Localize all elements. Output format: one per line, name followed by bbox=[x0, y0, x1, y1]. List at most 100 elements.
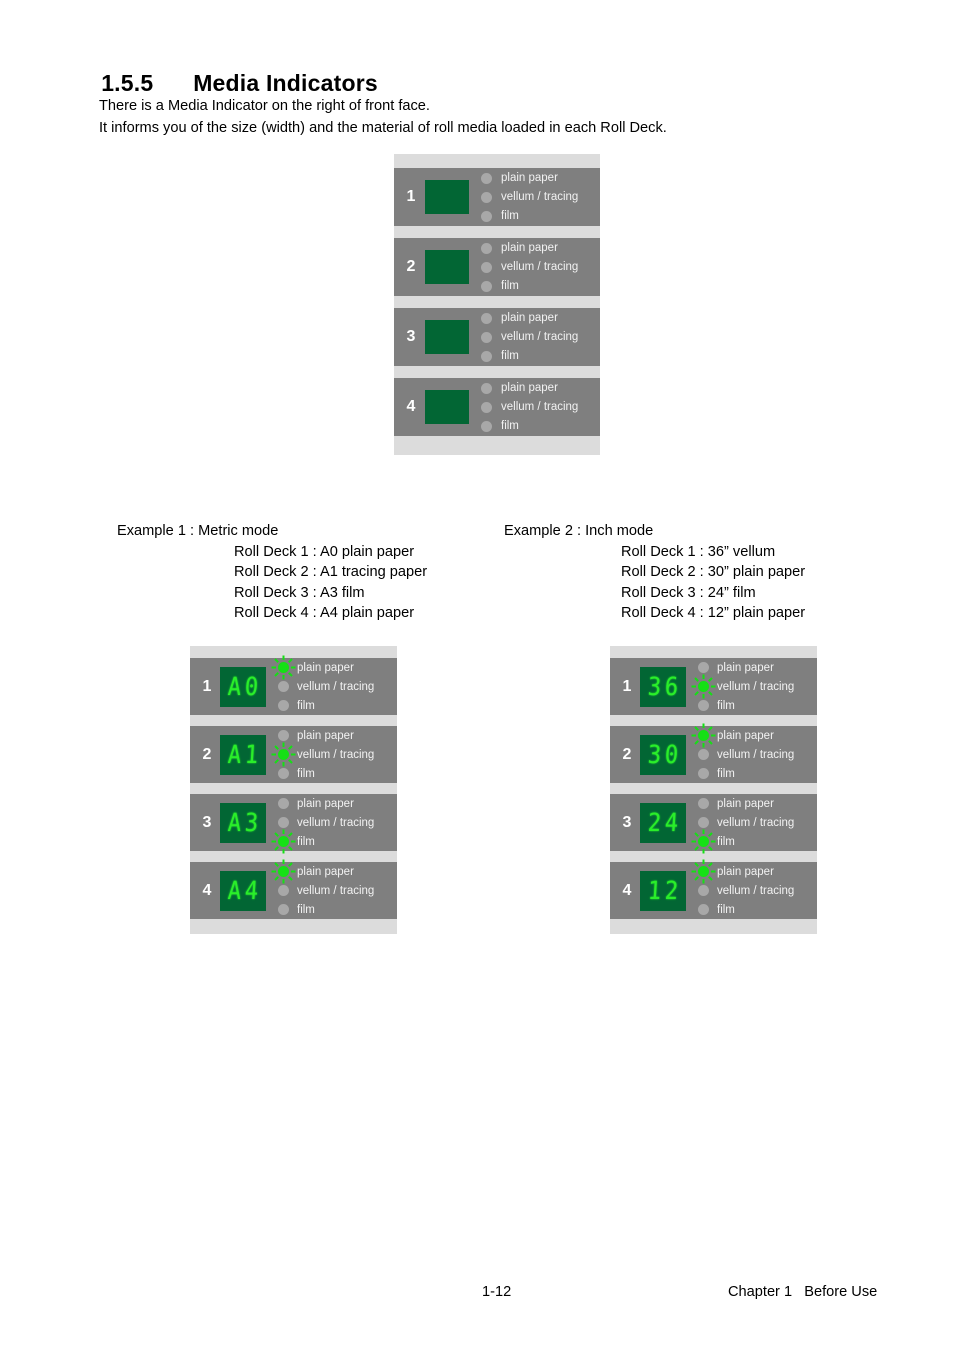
led-dot-icon bbox=[278, 700, 289, 711]
media-option-label: plain paper bbox=[717, 797, 774, 810]
media-size-display bbox=[425, 250, 469, 284]
led-digit: 0 bbox=[243, 672, 259, 701]
media-option-label: film bbox=[501, 350, 519, 362]
led-indicator-off bbox=[481, 210, 492, 222]
roll-deck-number: 4 bbox=[406, 398, 416, 415]
media-option-list: plain paper vellum / tracing film bbox=[691, 859, 817, 919]
intro-line-2: It informs you of the size (width) and t… bbox=[99, 120, 667, 136]
led-indicator-on bbox=[691, 859, 716, 884]
led-indicator-on bbox=[691, 723, 716, 748]
media-option: vellum / tracing bbox=[271, 742, 397, 767]
led-dot-icon bbox=[698, 885, 709, 896]
led-indicator-off bbox=[481, 172, 492, 184]
media-option: vellum / tracing bbox=[691, 674, 817, 699]
example-1-caption: Example 1 : Metric mode Roll Deck 1 : A0… bbox=[117, 521, 427, 624]
media-option-list: plain paper vellum / tracing film bbox=[271, 859, 397, 919]
roll-deck-number: 2 bbox=[202, 745, 212, 763]
led-dot-icon bbox=[698, 662, 709, 673]
led-indicator-off bbox=[698, 904, 709, 915]
roll-deck-number: 1 bbox=[202, 677, 212, 695]
media-option: plain paper bbox=[698, 658, 817, 677]
led-indicator-off bbox=[698, 768, 709, 779]
led-digit: 1 bbox=[243, 740, 259, 769]
media-option-label: plain paper bbox=[717, 729, 774, 742]
media-option: film bbox=[698, 696, 817, 715]
led-dot-icon bbox=[481, 280, 492, 292]
example-1-line-2: Roll Deck 2 : A1 tracing paper bbox=[234, 564, 428, 581]
led-indicator-off bbox=[278, 798, 289, 809]
media-option: film bbox=[698, 764, 817, 783]
roll-deck-number: 4 bbox=[622, 881, 632, 899]
media-option-label: plain paper bbox=[501, 242, 558, 254]
example-1-line-3: Roll Deck 3 : A3 film bbox=[234, 584, 365, 601]
media-option: vellum / tracing bbox=[278, 881, 397, 900]
led-dot-icon bbox=[278, 866, 289, 877]
media-option: vellum / tracing bbox=[698, 881, 817, 900]
led-digit: 3 bbox=[243, 808, 259, 837]
led-indicator-on bbox=[271, 859, 296, 884]
media-option: plain paper bbox=[278, 726, 397, 745]
media-option-label: film bbox=[717, 835, 735, 848]
intro-line-1: There is a Media Indicator on the right … bbox=[99, 98, 430, 114]
roll-deck-number: 3 bbox=[406, 328, 416, 345]
media-option-list: plain paper vellum / tracing film bbox=[271, 655, 397, 715]
led-digit: 3 bbox=[647, 740, 663, 769]
roll-deck-number: 2 bbox=[406, 258, 416, 275]
roll-deck-number: 3 bbox=[202, 813, 212, 831]
led-dot-icon bbox=[698, 681, 709, 692]
media-option: plain paper bbox=[698, 794, 817, 813]
led-dot-icon bbox=[278, 885, 289, 896]
led-dot-icon bbox=[481, 242, 492, 254]
media-option: film bbox=[278, 696, 397, 715]
media-option-label: film bbox=[717, 767, 735, 780]
example-1-title: Example 1 : Metric mode bbox=[117, 523, 279, 539]
led-dot-icon bbox=[481, 350, 492, 362]
media-option-label: plain paper bbox=[501, 172, 558, 184]
led-dot-icon bbox=[698, 866, 709, 877]
led-digit: 4 bbox=[243, 876, 259, 905]
led-digit: 4 bbox=[663, 808, 679, 837]
media-option: film bbox=[698, 900, 817, 919]
roll-deck-number: 4 bbox=[202, 881, 212, 899]
led-indicator-on bbox=[271, 655, 296, 680]
led-dot-icon bbox=[278, 817, 289, 828]
media-option-label: vellum / tracing bbox=[717, 884, 795, 897]
media-option: vellum / tracing bbox=[278, 677, 397, 696]
media-option-label: vellum / tracing bbox=[717, 816, 795, 829]
example-2-title: Example 2 : Inch mode bbox=[504, 523, 654, 539]
media-option-list: plain paper vellum / tracing film bbox=[481, 239, 600, 296]
media-option: film bbox=[271, 829, 397, 854]
media-option-label: plain paper bbox=[297, 865, 354, 878]
roll-deck-row: 3 plain paper vellum / tracing film bbox=[394, 308, 600, 366]
media-option: plain paper bbox=[691, 859, 817, 884]
media-option-list: plain paper vellum / tracing film bbox=[481, 169, 600, 226]
section-number: 1.5.5 bbox=[101, 70, 154, 96]
roll-deck-row: 1 plain paper vellum / tracing film bbox=[394, 168, 600, 226]
led-dot-icon bbox=[481, 191, 492, 203]
led-indicator-off bbox=[481, 242, 492, 254]
example-2-line-2: Roll Deck 2 : 30” plain paper bbox=[621, 564, 806, 581]
media-option-label: film bbox=[297, 699, 315, 712]
led-digit: 0 bbox=[663, 740, 679, 769]
media-option: vellum / tracing bbox=[481, 328, 600, 347]
example-2-line-4: Roll Deck 4 : 12” plain paper bbox=[621, 605, 806, 622]
media-option-label: film bbox=[501, 280, 519, 292]
led-indicator-off bbox=[278, 700, 289, 711]
led-indicator-off bbox=[698, 817, 709, 828]
example-2-caption: Example 2 : Inch mode Roll Deck 1 : 36” … bbox=[504, 521, 805, 624]
media-option: film bbox=[481, 207, 600, 226]
media-option-list: plain paper vellum / tracing film bbox=[481, 379, 600, 436]
media-option: plain paper bbox=[481, 309, 600, 328]
media-option: film bbox=[481, 417, 600, 436]
led-indicator-off bbox=[481, 350, 492, 362]
